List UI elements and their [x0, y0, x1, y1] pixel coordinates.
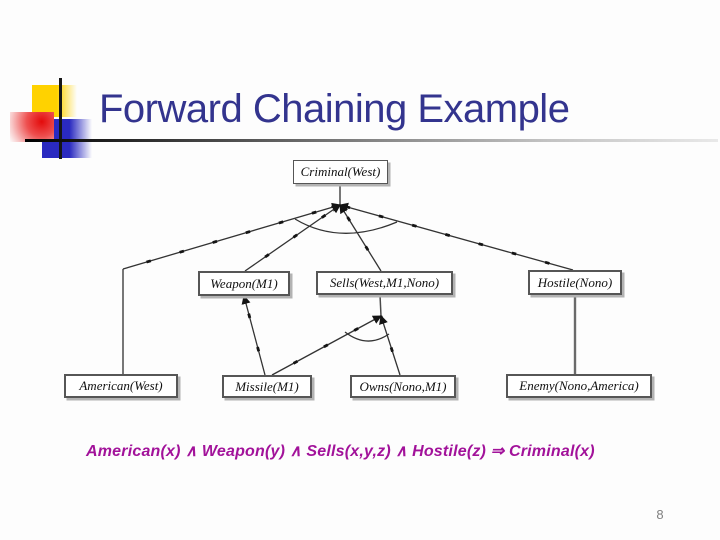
page-title: Forward Chaining Example — [99, 87, 570, 131]
decoration-vertical-line — [59, 78, 62, 159]
and-arc-criminal — [294, 218, 398, 234]
edge-missile-to-weapon — [241, 294, 266, 376]
title-underline-rule — [25, 139, 718, 142]
node-weapon-m1: Weapon(M1) — [198, 271, 290, 296]
decoration-yellow-square — [32, 85, 77, 117]
node-owns-nono-m1: Owns(Nono,M1) — [350, 375, 456, 398]
edge-weapon-to-criminal — [244, 204, 341, 272]
node-sells-west-m1-nono: Sells(West,M1,Nono) — [316, 271, 453, 295]
edge-sells-stem — [379, 294, 382, 317]
edge-owns-to-sells — [379, 314, 401, 376]
edge-sells-to-criminal — [339, 204, 382, 272]
edge-missile-to-sells-ticks — [271, 314, 382, 377]
edge-weapon-to-criminal-ticks — [244, 203, 341, 273]
page-number: 8 — [656, 507, 664, 522]
rule-formula: American(x) ∧ Weapon(y) ∧ Sells(x,y,z) ∧… — [86, 443, 595, 460]
node-missile-m1: Missile(M1) — [222, 375, 312, 398]
node-american-west: American(West) — [64, 374, 178, 398]
decoration-red-square — [10, 112, 54, 142]
node-enemy-nono-america: Enemy(Nono,America) — [506, 374, 652, 398]
edge-hostile-to-criminal — [338, 202, 574, 271]
and-arc-sells — [344, 331, 390, 342]
node-hostile-nono: Hostile(Nono) — [528, 270, 622, 295]
edge-american-to-criminal — [122, 202, 342, 270]
node-criminal-west: Criminal(West) — [293, 160, 388, 184]
